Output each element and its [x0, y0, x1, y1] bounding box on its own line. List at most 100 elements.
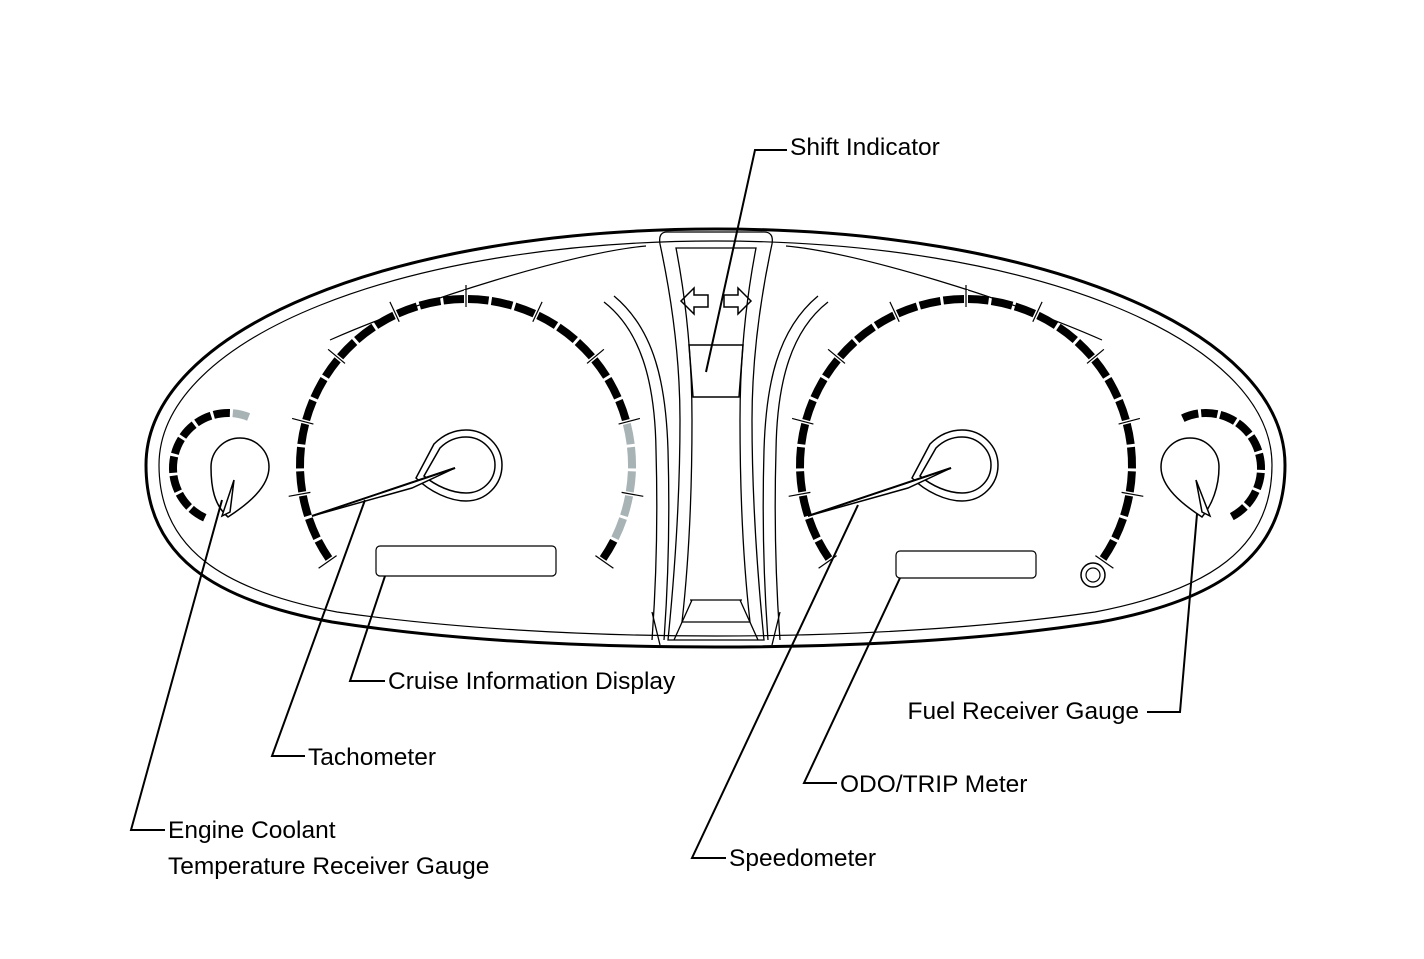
scale-segment	[395, 302, 419, 318]
scale-segment	[942, 295, 965, 305]
scale-segment	[611, 517, 627, 540]
tachometer-dial	[288, 285, 644, 569]
major-tick	[389, 301, 400, 323]
major-tick	[318, 555, 337, 569]
gauge-segment	[212, 408, 231, 419]
scale-segment	[574, 339, 596, 360]
scale-segment	[796, 471, 807, 494]
speedometer-hub	[911, 429, 999, 502]
leader-lines	[129, 149, 1198, 859]
major-tick	[621, 491, 644, 497]
scale-segment	[802, 399, 817, 422]
scale-segment	[620, 494, 634, 518]
trip-reset-knob	[1080, 562, 1106, 588]
scale-segment	[314, 538, 333, 562]
gauge-segment	[232, 409, 251, 421]
scale-segment	[1013, 302, 1037, 318]
scale-segment	[296, 471, 307, 494]
turn-signal-left-icon	[679, 286, 709, 316]
odo-trip-meter-display	[895, 550, 1037, 579]
scale-segment	[622, 422, 635, 445]
label-shift-indicator: Shift Indicator	[790, 134, 940, 161]
scale-segment	[836, 339, 858, 360]
speedometer-scale	[788, 285, 1144, 569]
gauge-segment	[1229, 503, 1248, 521]
tachometer-scale	[288, 285, 644, 569]
major-tick	[586, 348, 605, 364]
scale-segment	[814, 538, 833, 562]
scale-segment	[302, 399, 317, 422]
major-tick	[618, 417, 641, 425]
scale-segment	[1035, 311, 1059, 329]
scale-segment	[918, 297, 942, 310]
speedometer-needle	[807, 467, 952, 517]
gauge-segment	[1200, 409, 1219, 419]
gauge-segment	[1255, 452, 1266, 471]
gauge-segment	[1181, 409, 1200, 422]
major-tick	[1032, 301, 1043, 323]
scale-segment	[310, 377, 328, 400]
shift-indicator-window	[688, 344, 744, 398]
gauge-segment	[1247, 434, 1263, 453]
cluster-housing	[144, 227, 1287, 649]
major-tick	[889, 301, 900, 323]
scale-segment	[854, 323, 876, 344]
coolant-temperature-gauge	[169, 408, 270, 522]
scale-segment	[442, 295, 465, 305]
scale-segment	[625, 471, 636, 494]
gauge-segment	[179, 421, 197, 439]
scale-segment	[590, 356, 610, 379]
scale-segment	[895, 302, 919, 318]
leader-line-cruise-display	[348, 575, 386, 682]
coolant-temperature-scale	[169, 408, 251, 522]
major-tick	[791, 417, 814, 425]
major-tick	[1095, 555, 1114, 569]
scale-segment	[418, 297, 442, 310]
scale-segment	[967, 295, 990, 305]
scale-segment	[627, 446, 637, 469]
major-tick	[788, 491, 811, 497]
scale-segment	[373, 311, 397, 329]
turn-signal-right-icon	[723, 286, 753, 316]
scale-segment	[873, 311, 897, 329]
scale-segment	[1074, 339, 1096, 360]
label-speedometer: Speedometer	[729, 845, 876, 872]
tachometer-needle	[311, 467, 456, 517]
center-column	[603, 231, 829, 646]
scale-segment	[1099, 538, 1118, 562]
scale-segment	[1111, 517, 1127, 540]
scale-segment	[322, 356, 342, 379]
major-tick	[288, 491, 311, 497]
label-odo-trip-meter: ODO/TRIP Meter	[840, 771, 1027, 798]
label-tachometer: Tachometer	[308, 744, 436, 771]
gauge-segment	[171, 436, 185, 455]
gauge-segment	[1219, 411, 1238, 425]
scale-segment	[295, 446, 305, 469]
scale-segment	[490, 297, 514, 310]
gauge-segment	[194, 411, 213, 427]
major-tick	[1121, 491, 1144, 497]
gauge-segment	[169, 455, 179, 474]
major-tick	[1118, 417, 1141, 425]
leader-line-fuel-gauge	[1147, 513, 1198, 713]
fuel-gauge-needle	[1195, 479, 1212, 518]
gauge-segment	[1243, 489, 1260, 508]
major-tick	[327, 348, 346, 364]
fuel-gauge	[1160, 409, 1266, 521]
scale-segment	[336, 339, 358, 360]
scale-segment	[599, 538, 618, 562]
coolant-temperature-needle	[220, 479, 235, 518]
scale-segment	[1056, 323, 1078, 344]
gauge-segment	[175, 491, 193, 510]
scale-segment	[1104, 377, 1122, 400]
fuel-gauge-hub	[1160, 437, 1220, 518]
scale-segment	[822, 356, 842, 379]
major-tick	[1086, 348, 1105, 364]
scale-segment	[798, 494, 812, 518]
scale-segment	[1090, 356, 1110, 379]
scale-segment	[1120, 494, 1134, 518]
major-tick	[827, 348, 846, 364]
leader-line-shift-indicator	[705, 149, 787, 373]
scale-segment	[1125, 471, 1136, 494]
speedometer-dial	[788, 285, 1144, 569]
